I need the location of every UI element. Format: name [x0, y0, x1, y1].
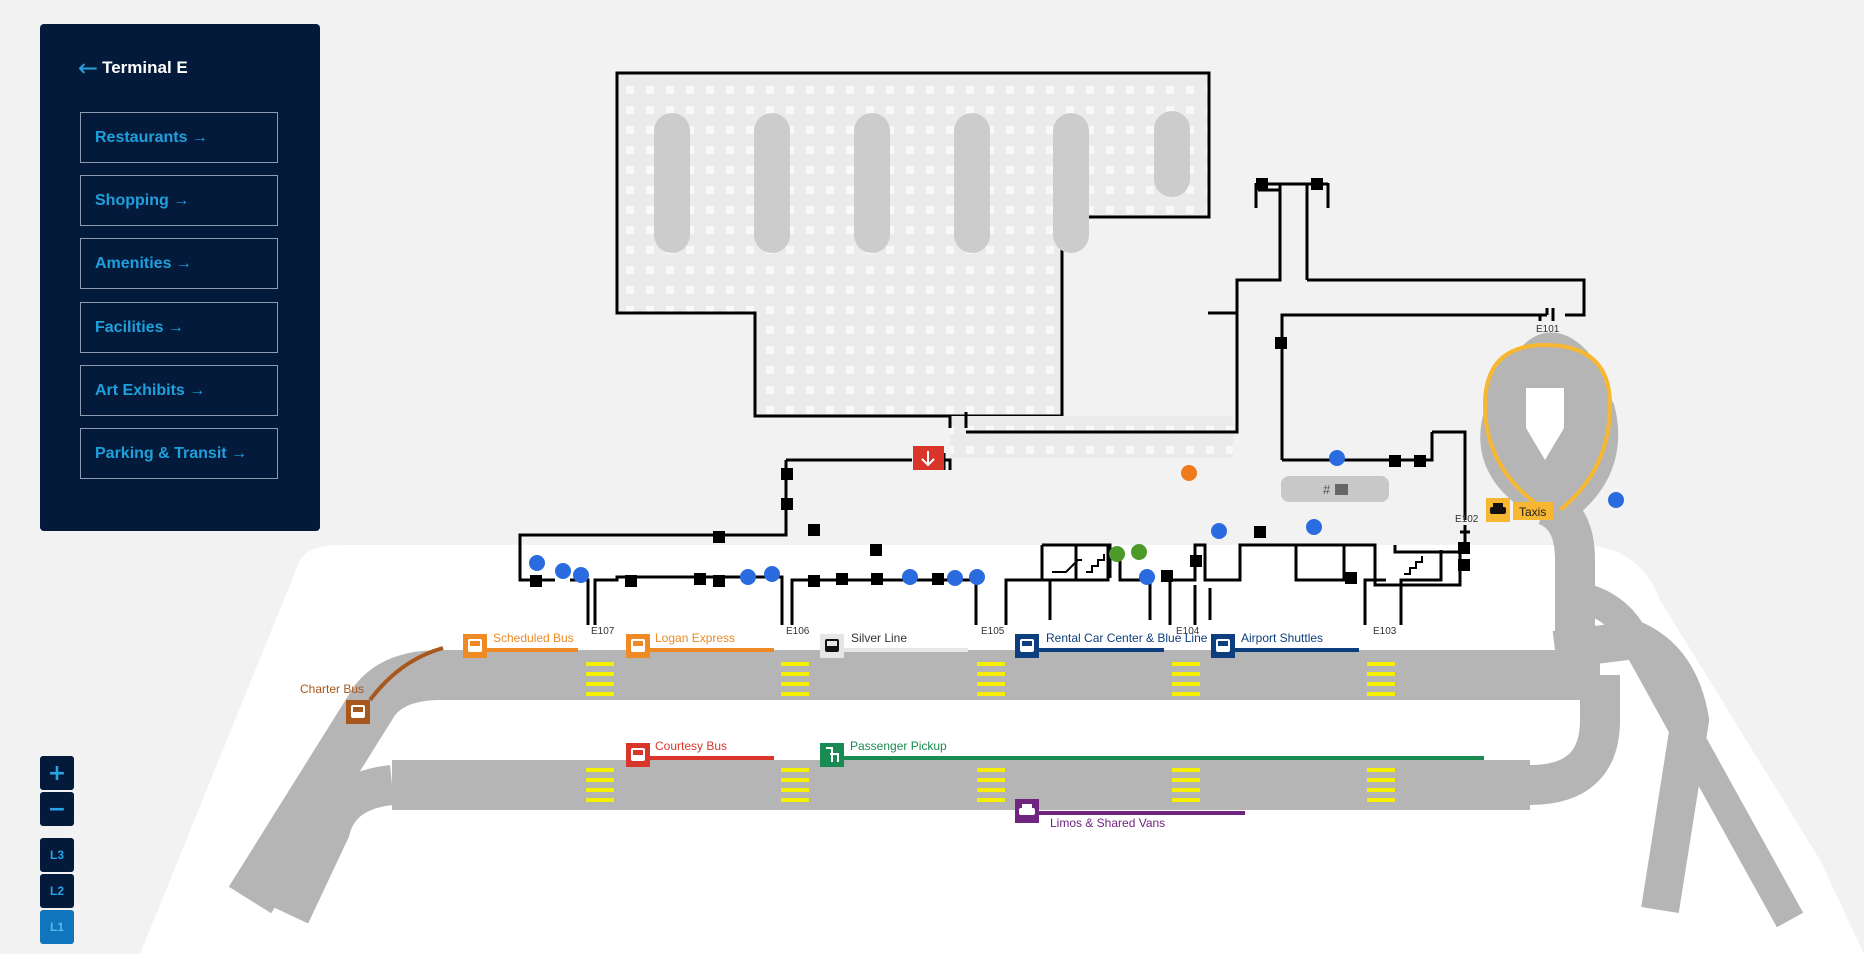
silver-line-label[interactable]: Silver Line	[851, 631, 908, 645]
sidebar-panel: ← Terminal E Restaurants → Shopping → Am…	[40, 24, 320, 531]
passenger-pickup-icon[interactable]	[820, 743, 844, 767]
courtesy-bus-icon[interactable]	[626, 743, 650, 767]
silver-line-icon[interactable]	[820, 634, 844, 658]
taxi-island	[1526, 388, 1564, 460]
gate-label: E104	[1176, 626, 1200, 637]
level-l1-button[interactable]: L1	[40, 910, 74, 944]
rental-car-icon[interactable]	[1015, 634, 1039, 658]
zoom-out-button[interactable]: −	[40, 792, 74, 826]
amenities-button[interactable]: Amenities →	[80, 238, 278, 289]
logan-express-label[interactable]: Logan Express	[655, 631, 736, 645]
art-exhibits-button[interactable]: Art Exhibits →	[80, 365, 278, 416]
scheduled-bus-label[interactable]: Scheduled Bus	[493, 631, 574, 645]
baggage-claim-label: #	[1323, 482, 1331, 497]
logan-express-icon[interactable]	[626, 634, 650, 658]
taxi-icon[interactable]	[1486, 498, 1510, 522]
transit-lines	[368, 646, 1484, 815]
level-l3-button[interactable]: L3	[40, 838, 74, 872]
limos-car-icon[interactable]	[1015, 799, 1039, 823]
terminal-title: Terminal E	[102, 58, 188, 77]
gate-label: E103	[1373, 626, 1397, 637]
crosswalks	[586, 662, 1395, 802]
charter-bus-label[interactable]: Charter Bus	[300, 682, 365, 696]
charter-bus-icon[interactable]	[346, 700, 370, 724]
arrow-left-icon[interactable]: ←	[78, 54, 99, 82]
shopping-button[interactable]: Shopping →	[80, 175, 278, 226]
passenger-pickup-label[interactable]: Passenger Pickup	[850, 739, 947, 753]
seating-pods	[654, 111, 1190, 253]
back-to-terminal[interactable]: ← Terminal E	[78, 54, 188, 82]
taxis-label[interactable]: Taxis	[1519, 505, 1547, 519]
gate-label: E107	[591, 626, 615, 637]
gate-label: E105	[981, 626, 1005, 637]
airport-shuttles-label[interactable]: Airport Shuttles	[1241, 631, 1324, 645]
luggage-icon	[1335, 484, 1348, 495]
amenity-dots	[529, 450, 1624, 586]
ground-area	[140, 545, 1864, 954]
info-dot	[1181, 465, 1197, 481]
gate-label: E102	[1455, 514, 1479, 525]
green-dot	[1109, 546, 1125, 562]
taxi-label-bg	[1513, 502, 1553, 520]
green-dot	[1131, 544, 1147, 560]
gate-label: E106	[786, 626, 810, 637]
limos-label[interactable]: Limos & Shared Vans	[1050, 816, 1166, 830]
zoom-in-button[interactable]: +	[40, 756, 74, 790]
scheduled-bus-icon[interactable]	[463, 634, 487, 658]
gate-label: E101	[1536, 324, 1560, 335]
escalator-icon	[1052, 554, 1105, 573]
parking-transit-button[interactable]: Parking & Transit →	[80, 428, 278, 479]
facilities-button[interactable]: Facilities →	[80, 302, 278, 353]
courtesy-bus-label[interactable]: Courtesy Bus	[655, 739, 728, 753]
airport-shuttles-icon[interactable]	[1211, 634, 1235, 658]
stairs-icon	[1404, 556, 1423, 575]
level-l2-button[interactable]: L2	[40, 874, 74, 908]
elevator-markers	[530, 178, 1470, 587]
restaurants-button[interactable]: Restaurants →	[80, 112, 278, 163]
concourse-corridor	[950, 416, 1233, 458]
rental-car-label[interactable]: Rental Car Center & Blue Line	[1046, 631, 1208, 645]
